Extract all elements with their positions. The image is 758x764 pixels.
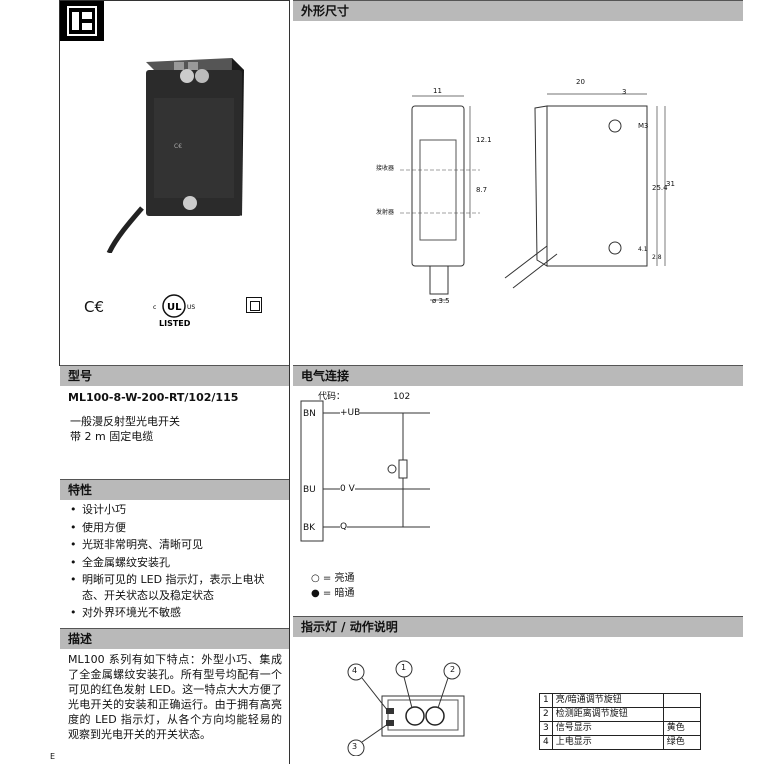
svg-text:LISTED: LISTED [159,319,191,328]
height-25-4-label: 25.4 [652,184,668,192]
indicator-section-header: 指示灯 / 动作说明 [293,616,743,637]
callout-1: 1 [401,663,407,672]
table-row: 4 上电显示 绿色 [539,735,701,750]
table-cell-desc: 信号显示 [551,721,664,736]
features-list: 设计小巧 使用方便 光斑非常明亮、清晰可见 全金属螺纹安装孔 明晰可见的 LED… [66,502,284,623]
thread-label: M3 [638,122,649,130]
cable-diameter-label: ø 3.5 [432,297,450,305]
front-height-bottom-label: 8.7 [476,186,488,194]
ce-mark-icon: C€ [84,298,105,316]
bk-label: BK [303,523,316,533]
svg-text:UL: UL [167,302,182,313]
front-height-top-label: 12.1 [476,136,492,144]
code-value: 102 [393,392,411,402]
dim-4-1-label: 4.1 [638,246,648,253]
model-line-1: 一般漫反射型光电开关 [70,415,180,428]
column-divider [289,0,290,764]
model-line-2: 带 2 m 固定电缆 [70,430,154,443]
callout-3: 3 [352,742,358,751]
bu-label: BU [303,485,316,495]
indicator-table: 1 亮/暗通调节旋钮 2 检测距离调节旋钮 3 信号显示 黄色 4 上电显示 绿… [539,693,701,750]
electrical-section-header: 电气连接 [293,365,743,386]
legend-light-on: ○ = 亮通 [311,573,355,584]
table-row: 1 亮/暗通调节旋钮 [539,693,701,708]
feature-item: 使用方便 [66,520,284,536]
front-view-drawing [370,78,510,310]
table-cell-color [662,693,701,708]
table-cell-desc: 亮/暗通调节旋钮 [551,693,664,708]
feature-item: 设计小巧 [66,502,284,518]
table-cell-desc: 检测距离调节旋钮 [551,707,664,722]
table-row: 3 信号显示 黄色 [539,721,701,736]
dimensions-section-header: 外形尺寸 [293,0,743,21]
side-offset-label: 3 [622,88,627,96]
height-31-label: 31 [666,180,675,188]
code-label: 代码： [318,392,346,402]
svg-text:C€: C€ [174,143,182,150]
q-label: Q [340,520,348,535]
table-row: 2 检测距离调节旋钮 [539,707,701,722]
svg-text:US: US [187,304,195,311]
description-text: ML100 系列有如下特点：外型小巧、集成了全金属螺纹安装孔。所有型号均配有一个… [68,653,282,741]
feature-item: 明晰可见的 LED 指示灯，表示上电状态、开关状态以及稳定状态 [66,572,284,603]
dim-2-8-label: 2.8 [652,254,662,261]
emitter-label: 发射器 [376,209,395,216]
table-cell-color: 黄色 [662,721,701,736]
ul-listed-mark-icon: UL c US LISTED [150,292,202,330]
legend-dark-on: ● = 暗通 [311,588,355,599]
ub-label: +UB [340,406,361,421]
model-code: ML100-8-W-200-RT/102/115 [68,391,239,404]
table-cell-num: 3 [539,721,553,736]
model-section-header: 型号 [60,365,289,386]
callout-2: 2 [450,665,456,674]
svg-text:c: c [153,304,156,311]
table-cell-color [662,707,701,722]
feature-item: 光斑非常明亮、清晰可见 [66,537,284,553]
footer-mark: E [50,752,56,761]
description-section-header: 描述 [60,628,289,649]
side-view-drawing [485,78,680,298]
receiver-label: 接收器 [376,165,395,172]
left-top-rule [60,0,290,1]
brand-logo-block [60,1,104,41]
feature-item: 全金属螺纹安装孔 [66,555,284,571]
indicator-drawing [340,656,470,757]
double-insulation-icon [246,297,262,313]
feature-item: 对外界环境光不敏感 [66,605,284,621]
bn-label: BN [303,409,316,419]
table-cell-desc: 上电显示 [551,735,664,750]
front-width-label: 11 [433,87,442,95]
table-cell-color: 绿色 [662,735,701,750]
left-panel-border [59,0,60,365]
features-section-header: 特性 [60,479,289,500]
zero-v-label: 0 V [340,482,355,497]
side-width-label: 20 [576,78,585,86]
table-cell-num: 4 [539,735,553,750]
table-cell-num: 2 [539,707,553,722]
product-photo: C€ [104,48,254,255]
wiring-diagram [300,400,440,545]
table-cell-num: 1 [539,693,553,708]
callout-4: 4 [352,666,358,675]
